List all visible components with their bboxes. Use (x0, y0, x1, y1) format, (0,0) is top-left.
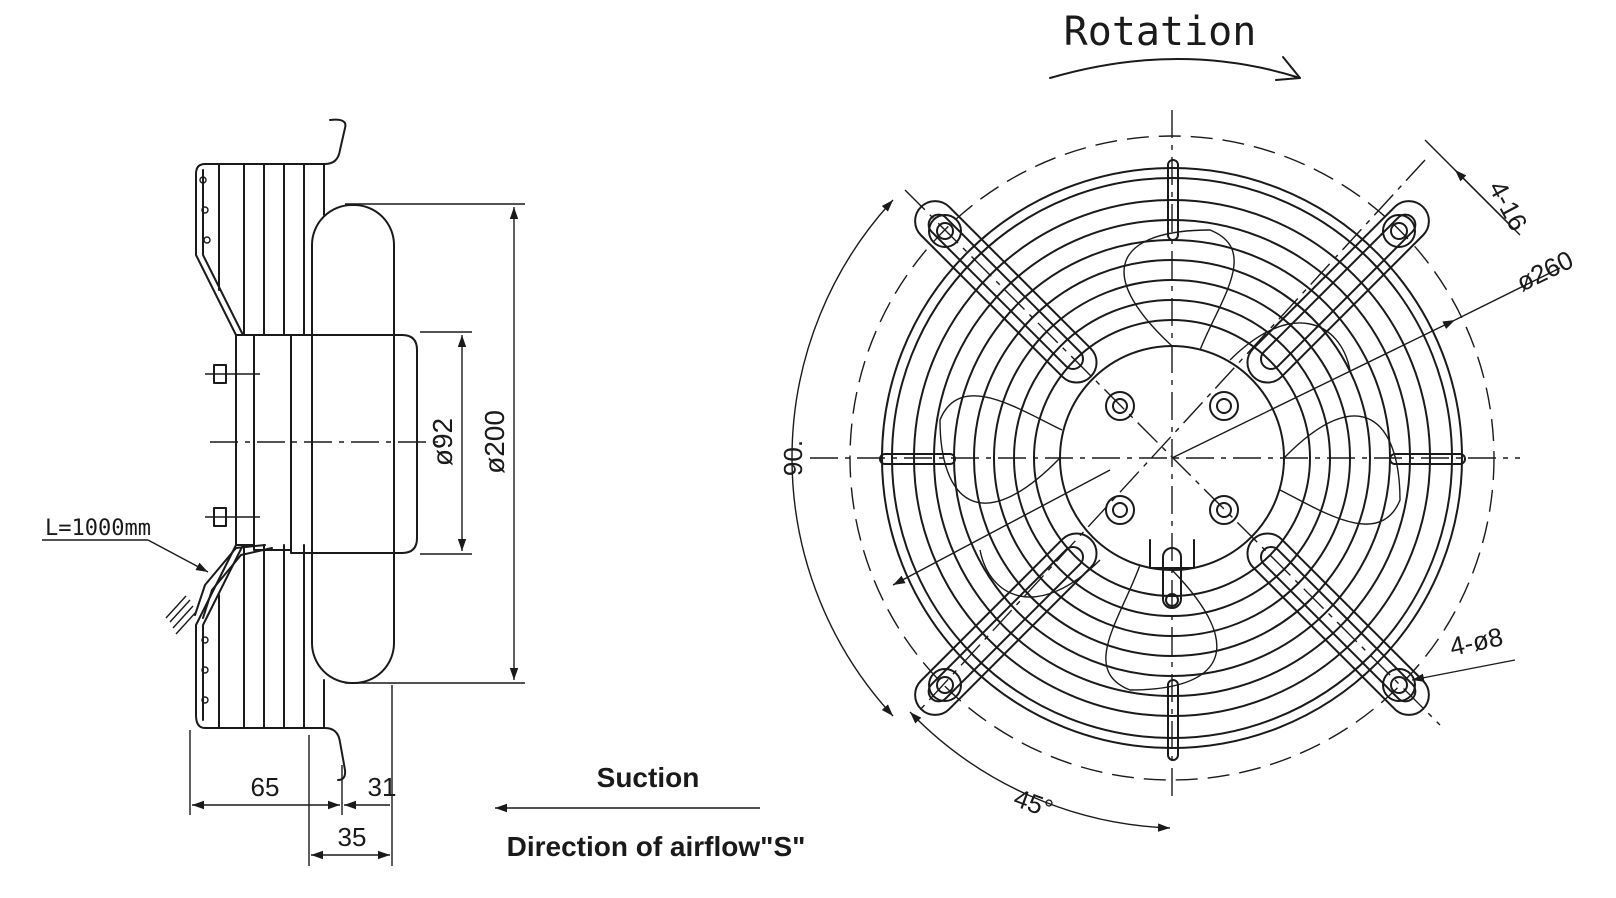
label-dia-outer: ø200 (479, 410, 510, 474)
label-rotation: Rotation (1064, 9, 1257, 55)
label-cable-length: L=1000mm (45, 516, 151, 541)
label-dim-31: 31 (368, 772, 397, 802)
mount-holes (928, 214, 1416, 702)
label-dia-inner: ø92 (427, 418, 458, 466)
label-mount-holes: 4-ø8 (1447, 621, 1506, 661)
label-suction: Suction (597, 762, 700, 793)
guard-outline (195, 118, 347, 781)
label-dim-35: 35 (338, 822, 367, 852)
label-angle: 45° (1010, 782, 1057, 824)
label-mount-circle: 90. (778, 440, 808, 476)
motor-housing (290, 334, 418, 554)
motor-mount-plate (235, 334, 255, 546)
guard-ribs (218, 163, 325, 729)
front-view: Rotation (778, 9, 1578, 832)
label-airflow-direction: Direction of airflow"S" (507, 831, 806, 862)
label-dim-65: 65 (251, 772, 280, 802)
fan-blades (939, 229, 1401, 691)
hub-bolts (1105, 391, 1239, 525)
label-dia-guard: ø260 (1511, 244, 1577, 297)
mount-bolts (205, 364, 260, 527)
airflow-indicator: Suction Direction of airflow"S" (495, 762, 805, 862)
rotation-arrow (1049, 58, 1301, 79)
side-view: ø92 ø200 L=1000mm 65 31 35 (42, 118, 525, 866)
support-arms (914, 200, 1430, 716)
impeller-blade (311, 204, 395, 684)
power-cable (165, 544, 273, 635)
